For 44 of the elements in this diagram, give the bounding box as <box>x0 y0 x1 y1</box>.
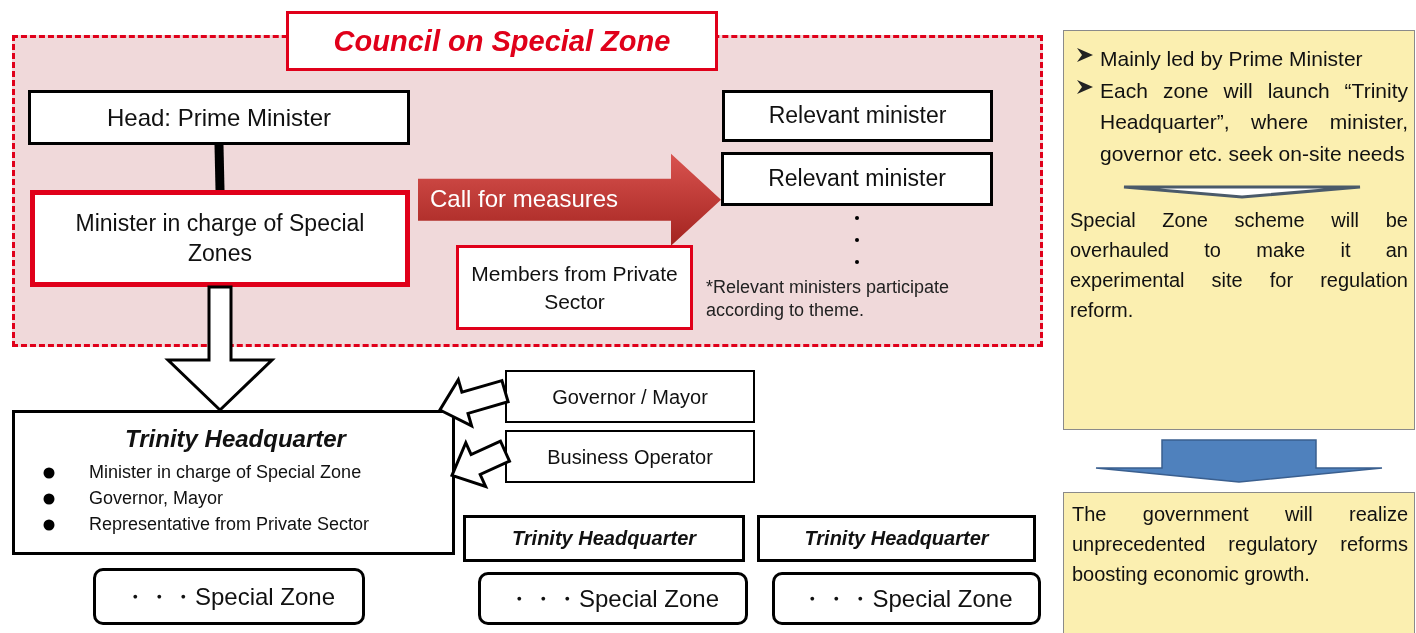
zone-box <box>772 572 1041 625</box>
box-label: Governor / Mayor <box>552 384 708 410</box>
box-label: Relevant minister <box>768 101 947 131</box>
box-label: Minister in charge of Special Zones <box>74 208 366 268</box>
box-label: ・・・Special Zone <box>800 583 1013 614</box>
box-label: Trinity Headquarter <box>511 527 697 550</box>
headquarter-box <box>757 515 1036 562</box>
headquarter-box <box>463 515 745 562</box>
block-arrow <box>418 153 721 246</box>
connector-line <box>214 144 225 191</box>
box-label: Trinity Headquarter <box>804 527 989 550</box>
footnote: *Relevant ministers participate according to theme. <box>706 276 951 323</box>
conclusion-panel <box>1063 492 1415 633</box>
bullet-text: Representative from Private Sector <box>89 514 371 535</box>
box <box>505 430 755 483</box>
bullet-text: Mainly led by Prime Minister <box>1100 46 1364 72</box>
zone-box <box>93 568 365 625</box>
bullet-text: Each zone will launch “Trinity Headquarter”, where minister, governor etc. seek on-site needs <box>1100 77 1408 167</box>
box <box>721 152 993 206</box>
bullet-text: Governor, Mayor <box>89 488 225 509</box>
council-title: Council on Special Zone <box>286 11 718 71</box>
box-title: Trinity Headquarter <box>124 425 348 453</box>
box-label: ・・・Special Zone <box>122 581 336 612</box>
conclusion-text: The government will realize unprecedented regulatory reforms boosting economic growth. <box>1072 502 1408 587</box>
summary-panel <box>1063 30 1415 430</box>
block-arrow <box>164 285 276 413</box>
box-label: Head: Prime Minister <box>106 102 332 133</box>
box-label: Business Operator <box>547 444 713 470</box>
highlighted-box <box>30 190 410 287</box>
box-label: Members from Private Sector <box>470 261 679 315</box>
block-arrow <box>1095 439 1383 483</box>
box <box>722 90 993 142</box>
highlighted-box <box>456 245 693 330</box>
box-label: Relevant minister <box>768 164 946 194</box>
box-label: ・・・Special Zone <box>506 583 720 614</box>
block-arrow <box>450 438 512 489</box>
box <box>505 370 755 423</box>
summary-text: Special Zone scheme will be overhauled to make it an experimental site for regulation reform. <box>1070 208 1408 323</box>
edge-label: Call for measures <box>430 184 619 213</box>
block-arrow <box>437 376 510 429</box>
box <box>28 90 410 145</box>
bullet-text: Minister in charge of Special Zone <box>89 462 363 483</box>
zone-box <box>478 572 748 625</box>
headquarter-box <box>12 410 455 555</box>
